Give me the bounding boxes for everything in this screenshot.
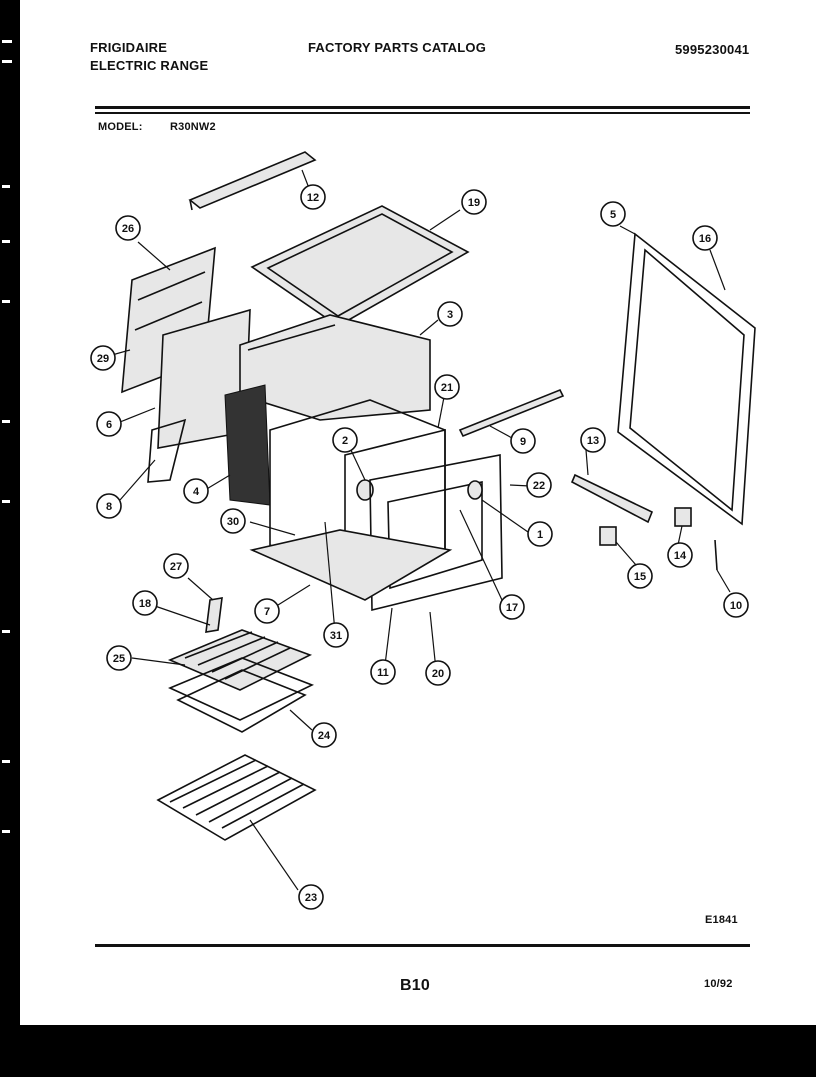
catalog-title: FACTORY PARTS CATALOG <box>308 40 487 55</box>
page-number: B10 <box>400 977 430 994</box>
callout-6 <box>96 411 122 437</box>
svg-text:6: 6 <box>106 419 112 431</box>
part-rear-panel <box>617 232 756 526</box>
callout-10 <box>723 592 749 618</box>
part-oven-wrap <box>239 314 431 421</box>
part-broiler-pan <box>168 657 315 733</box>
header-rule-thin <box>95 112 750 114</box>
callout-1 <box>527 521 553 547</box>
svg-text:2: 2 <box>342 435 348 447</box>
svg-text:27: 27 <box>170 561 182 573</box>
svg-text:1: 1 <box>537 529 543 541</box>
part-oven-rack <box>156 754 317 841</box>
callout-15 <box>627 563 653 589</box>
part-terminal-block <box>599 507 692 546</box>
svg-text:31: 31 <box>330 630 342 642</box>
callout-30 <box>220 508 246 534</box>
svg-text:11: 11 <box>377 667 389 679</box>
part-top-trim <box>188 151 317 211</box>
callout-8 <box>96 493 122 519</box>
model-number: R30NW2 <box>170 121 216 133</box>
svg-text:22: 22 <box>533 480 545 492</box>
catalog-page: FRIGIDAIRE ELECTRIC RANGE FACTORY PARTS … <box>20 0 816 1025</box>
part-screw <box>714 539 718 571</box>
callout-18 <box>132 590 158 616</box>
svg-text:25: 25 <box>113 653 125 665</box>
svg-text:7: 7 <box>264 606 270 618</box>
product-name: ELECTRIC RANGE <box>90 58 209 73</box>
svg-text:3: 3 <box>447 309 453 321</box>
svg-text:29: 29 <box>97 353 109 365</box>
callout-27 <box>163 553 189 579</box>
callout-12 <box>300 184 326 210</box>
callout-23 <box>298 884 324 910</box>
callout-9 <box>510 428 536 454</box>
svg-text:12: 12 <box>307 192 319 204</box>
callout-bubbles: 1 2 3 4 5 6 7 8 9 10 11 12 13 1 <box>90 184 749 910</box>
svg-text:26: 26 <box>122 223 134 235</box>
callout-13 <box>580 427 606 453</box>
part-broiler-grid <box>167 629 313 691</box>
svg-text:17: 17 <box>506 602 518 614</box>
callout-19 <box>461 189 487 215</box>
callout-5 <box>600 201 626 227</box>
callout-20 <box>425 660 451 686</box>
callout-29 <box>90 345 116 371</box>
part-top-frame <box>250 205 470 327</box>
revision-date: 10/92 <box>704 978 733 990</box>
callout-7 <box>254 598 280 624</box>
svg-text:15: 15 <box>634 571 646 583</box>
footer-rule <box>95 944 750 947</box>
brand-name: FRIGIDAIRE <box>90 40 168 55</box>
callout-14 <box>667 542 693 568</box>
svg-text:10: 10 <box>730 600 742 612</box>
part-clip <box>205 597 223 633</box>
svg-text:16: 16 <box>699 233 711 245</box>
svg-text:4: 4 <box>193 486 200 498</box>
svg-text:13: 13 <box>587 435 599 447</box>
part-door-frame <box>369 454 503 612</box>
part-trim-strip <box>458 388 565 438</box>
callout-31 <box>323 622 349 648</box>
callout-17 <box>499 594 525 620</box>
callout-16 <box>692 225 718 251</box>
svg-text:14: 14 <box>674 550 687 562</box>
callout-2 <box>332 427 358 453</box>
svg-text:20: 20 <box>432 668 444 680</box>
exploded-parts-diagram: 1 2 3 4 5 6 7 8 9 10 11 12 13 1 <box>90 151 756 910</box>
callout-3 <box>437 301 463 327</box>
svg-text:23: 23 <box>305 892 317 904</box>
callout-21 <box>434 374 460 400</box>
header-rule <box>95 106 750 109</box>
svg-text:19: 19 <box>468 197 480 209</box>
svg-text:21: 21 <box>441 382 453 394</box>
svg-text:8: 8 <box>106 501 112 513</box>
svg-text:5: 5 <box>610 209 616 221</box>
callout-4 <box>183 478 209 504</box>
part-bottom-panel <box>249 529 453 601</box>
scan-edge <box>0 0 20 1025</box>
part-rail <box>570 473 654 524</box>
svg-text:24: 24 <box>318 730 331 742</box>
svg-text:9: 9 <box>520 436 526 448</box>
callout-25 <box>106 645 132 671</box>
callout-22 <box>526 472 552 498</box>
model-label: MODEL: <box>98 121 143 133</box>
figure-code: E1841 <box>705 914 738 926</box>
svg-text:18: 18 <box>139 598 151 610</box>
catalog-number: 5995230041 <box>675 42 750 57</box>
callout-26 <box>115 215 141 241</box>
svg-text:30: 30 <box>227 516 239 528</box>
callout-24 <box>311 722 337 748</box>
callout-11 <box>370 659 396 685</box>
part-back-insulation <box>224 384 271 506</box>
